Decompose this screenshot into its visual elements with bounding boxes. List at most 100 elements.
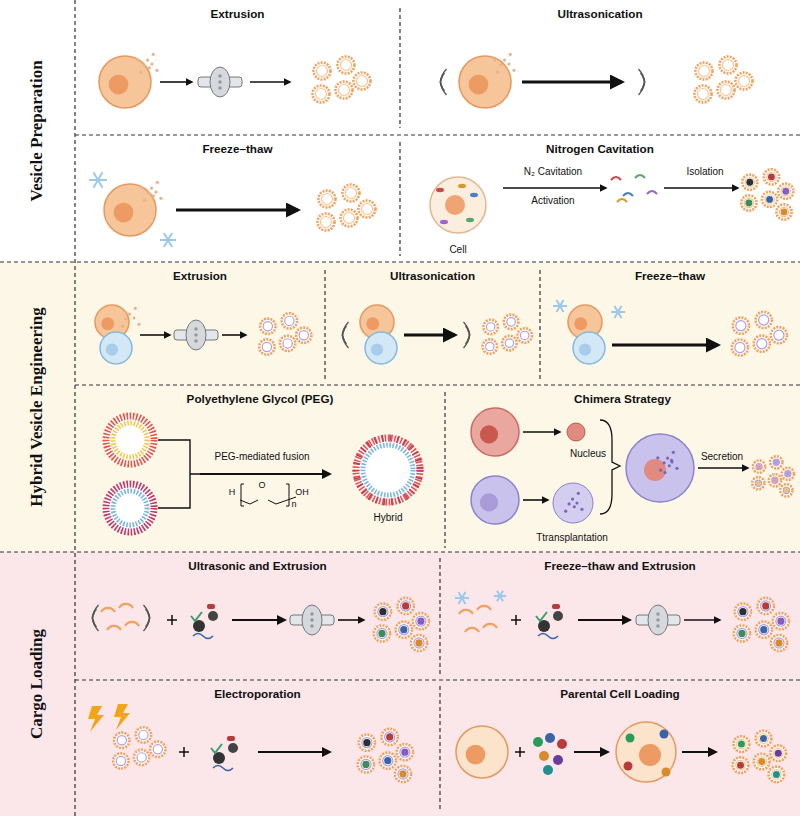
dashed-divider [439,558,440,676]
vesicle [780,484,792,496]
process-arrow [684,619,720,621]
cargo-particle [557,739,567,749]
vesicle-inner-leaflet [317,66,328,77]
membrane-debris [500,63,503,66]
vesicle-cargo [415,639,422,646]
lipid-bilayer-outer [106,416,154,464]
snowflake [557,300,564,312]
vesicle [771,327,787,343]
membrane-debris [656,456,659,459]
vesicle-cargo [775,750,782,757]
membrane-debris [155,69,158,72]
vesicle [259,339,274,354]
vesicle-inner-leaflet [377,628,387,638]
vesicle-inner-leaflet [507,318,515,326]
annotation-label: Ttransplantation [536,532,608,543]
cell-nucleus [579,344,591,356]
membrane-debris [580,508,583,511]
vesicle [504,315,518,329]
method-panel: Extrusion [75,262,325,385]
section-band: Ultrasonic and ExtrusionFreeze–thaw and … [0,552,800,816]
vesicle [741,195,756,210]
annotation-label: PEG-mediated fusion [214,451,309,462]
vesicle-cargo [774,460,780,466]
membrane-fragment [477,606,491,610]
vesicle-inner-leaflet [736,321,746,331]
membrane-debris [496,71,499,74]
vesicle [742,175,757,190]
vesicle [483,339,497,353]
plus-sign [515,747,525,757]
vesicle-inner-leaflet [344,213,355,224]
vesicle-inner-leaflet [401,601,411,611]
vesicle-cargo [738,741,745,748]
cell-body [459,56,511,108]
panel-title: Ultrasonic and Extrusion [75,552,440,572]
vesicle-inner-leaflet [773,748,783,758]
cargo-nucleic-acid [213,766,233,771]
vesicle-inner-leaflet [759,625,769,635]
lightning-bolt [88,706,104,732]
vesicle [732,339,748,355]
transplanted-nucleus [567,423,585,441]
sound-wave [441,69,447,95]
panel-title: Extrusion [75,262,325,282]
vesicle-inner-leaflet [322,194,333,205]
dashed-divider [399,142,400,256]
vesicle-inner-leaflet [378,607,388,617]
cargo-nucleic-acid [193,634,213,639]
extruder-pore [218,74,222,78]
dashed-divider [74,0,75,816]
snowflake [164,233,172,247]
dashed-divider [75,679,800,680]
cell-body [99,56,151,108]
vesicle-inner-leaflet [316,89,327,100]
cargo-nanoparticle [208,611,218,621]
vesicle [753,461,765,473]
band-background [0,552,800,816]
vesicle-inner-leaflet [263,322,272,331]
vesicle [359,735,375,751]
cell-body [471,408,519,456]
membrane-debris [575,501,578,504]
vesicle-inner-leaflet [756,464,762,470]
panel-title: Nitrogen Cavitation [400,135,800,155]
process-arrow [258,751,330,753]
vesicle [762,192,777,207]
vesicle-cargo [777,618,784,625]
method-panel: Freeze–thaw and Extrusion [440,552,800,680]
vesicle [134,750,149,765]
method-panel: Ultrasonication [400,0,800,135]
vesicle [336,82,353,99]
dashed-divider [444,392,445,548]
snowflake [615,306,622,318]
vesicle-inner-leaflet [783,487,789,493]
membrane-debris [507,62,510,65]
membrane-debris [125,317,128,320]
organelle [436,188,444,192]
membrane-fragment [125,622,139,626]
cell-nucleus [466,745,486,765]
membrane-debris [573,505,576,508]
panel-title: Freeze–thaw and Extrusion [440,552,800,572]
enucleated-cell [553,483,593,523]
curly-brace [600,420,620,514]
membrane-fragment [101,608,115,612]
cell-nucleus [469,75,489,95]
vesicle [695,86,712,103]
lipid-bilayer-inner [113,491,147,525]
vesicle-cargo [379,608,386,615]
vesicle-cargo [363,739,370,746]
snowflake [94,172,103,188]
vesicle-inner-leaflet [765,195,774,204]
membrane-fragment [617,199,627,202]
vesicle [114,733,129,748]
vesicle [736,73,753,90]
vesicle-inner-leaflet [774,330,784,340]
snowflake [557,300,564,312]
vesicle-inner-leaflet [283,339,292,348]
vesicle-inner-leaflet [735,342,745,352]
panel-title: Extrusion [75,0,400,20]
vesicle-cargo [738,630,745,637]
sound-wave [343,322,349,348]
